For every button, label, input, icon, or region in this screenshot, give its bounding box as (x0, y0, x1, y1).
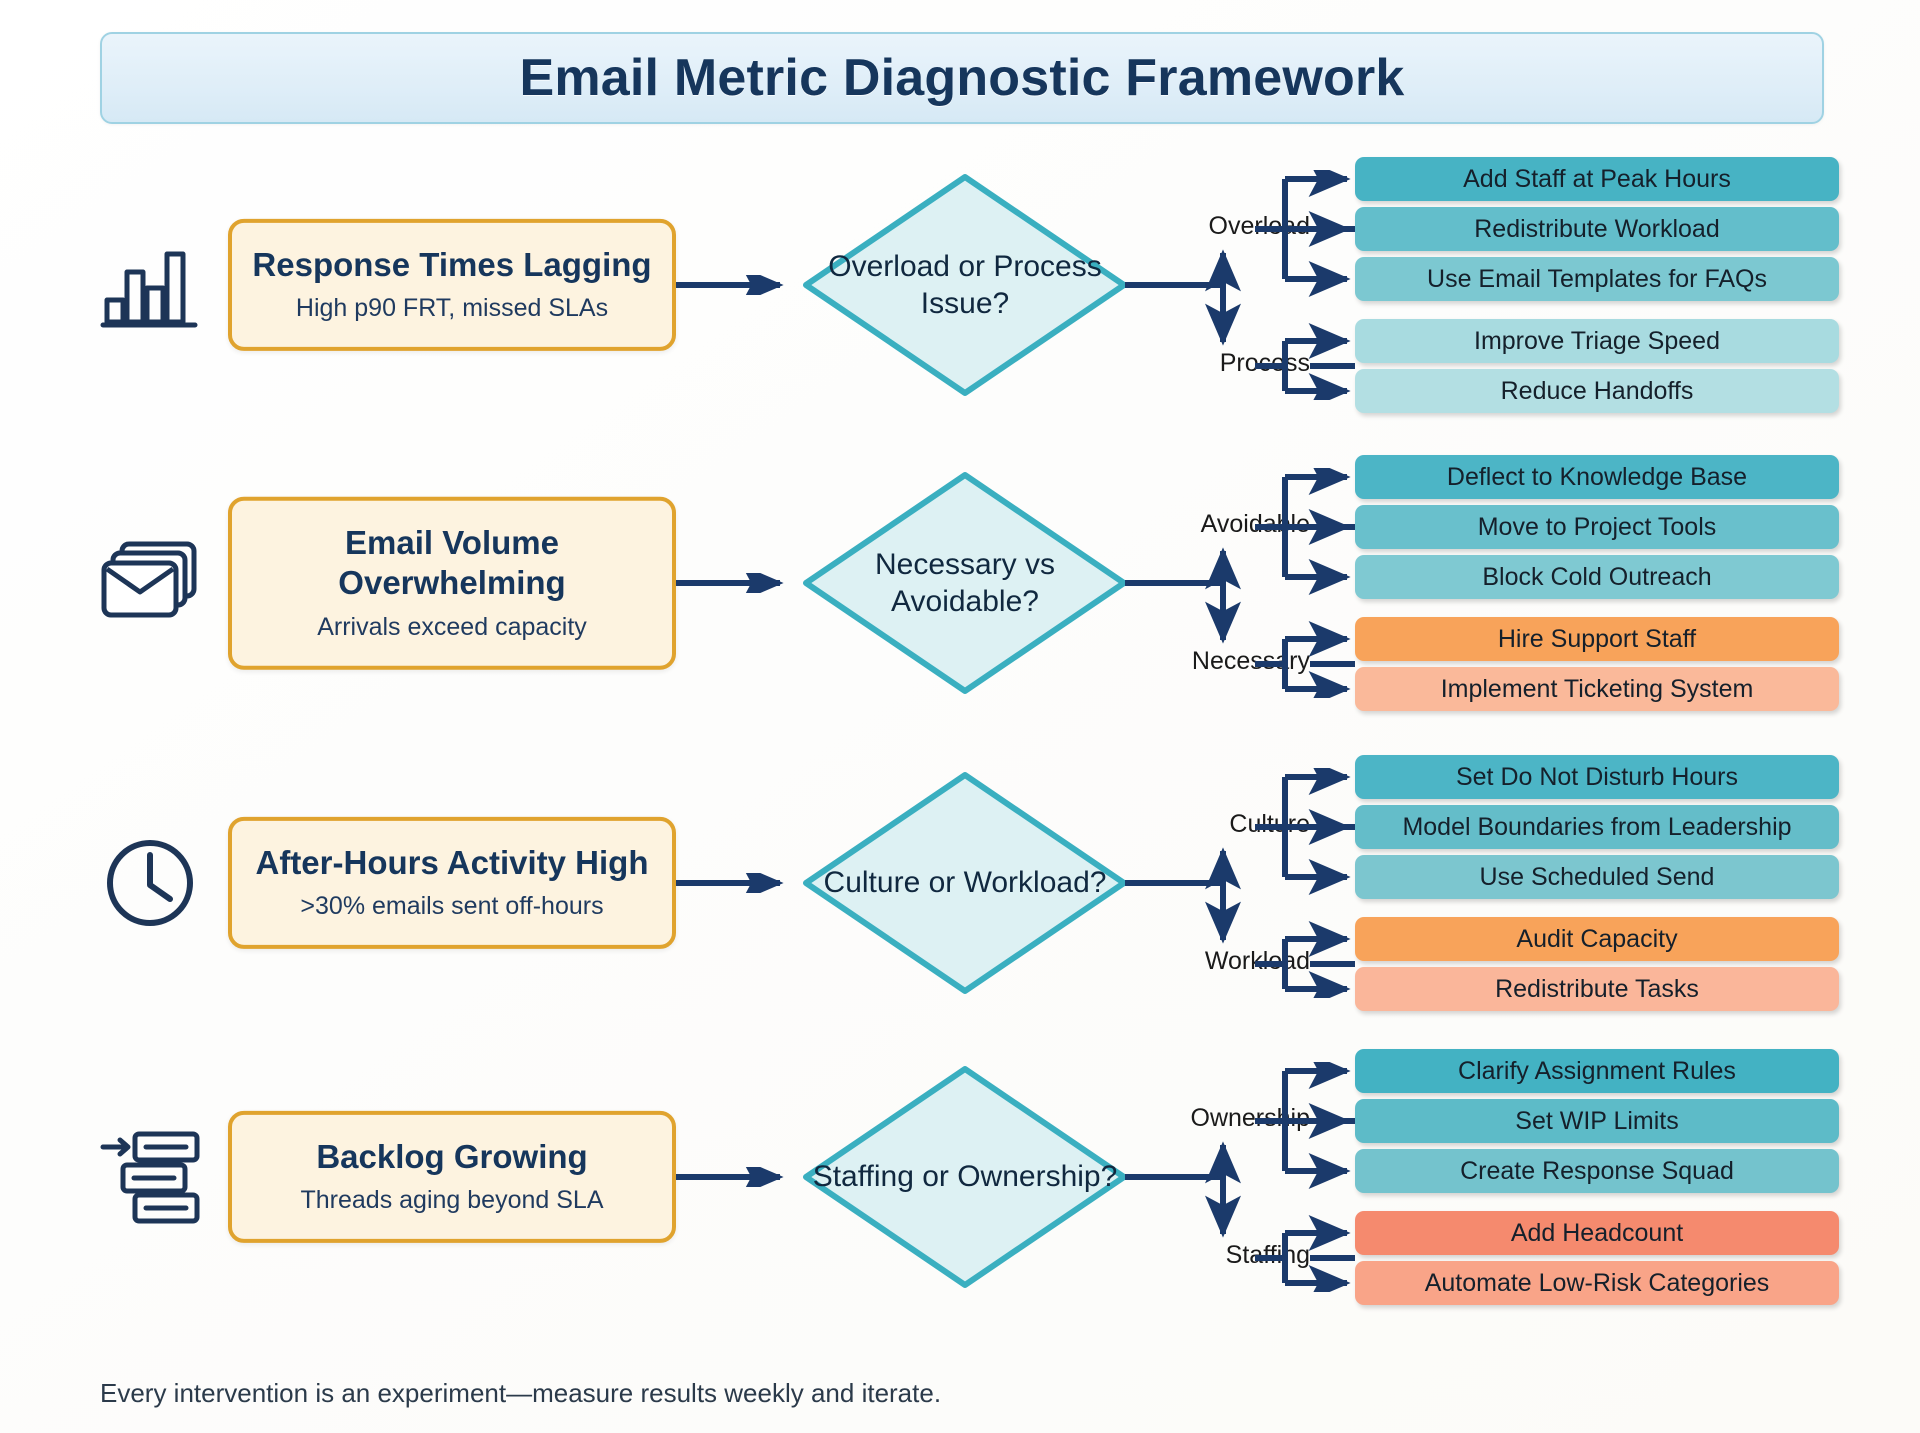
row-icon (95, 1122, 205, 1232)
action-box[interactable]: Audit Capacity (1355, 917, 1839, 961)
branch-label: Necessary (1191, 647, 1310, 675)
action-box[interactable]: Set WIP Limits (1355, 1099, 1839, 1143)
action-box[interactable]: Create Response Squad (1355, 1149, 1839, 1193)
stacked-envelopes-icon (101, 541, 197, 618)
action-box[interactable]: Use Email Templates for FAQs (1355, 257, 1839, 301)
decision-diamond[interactable]: Necessary vs Avoidable? (800, 469, 1130, 697)
problem-title: Backlog Growing (316, 1137, 588, 1175)
row-icon (95, 528, 205, 638)
action-box[interactable]: Reduce Handoffs (1355, 369, 1839, 413)
action-box[interactable]: Add Headcount (1355, 1211, 1839, 1255)
action-box[interactable]: Automate Low-Risk Categories (1355, 1261, 1839, 1305)
action-box[interactable]: Redistribute Workload (1355, 207, 1839, 251)
flow-arrow-to-decision (676, 565, 794, 601)
problem-title: After-Hours Activity High (255, 843, 649, 881)
action-bracket-connectors (1255, 161, 1365, 409)
row-icon (95, 230, 205, 340)
bar-chart-icon (100, 251, 198, 327)
flow-arrow-to-decision (676, 865, 794, 901)
diamond-shape (803, 472, 1127, 694)
action-box[interactable]: Hire Support Staff (1355, 617, 1839, 661)
action-box[interactable]: Use Scheduled Send (1355, 855, 1839, 899)
action-box[interactable]: Block Cold Outreach (1355, 555, 1839, 599)
problem-card[interactable]: After-Hours Activity High >30% emails sen… (228, 816, 676, 950)
action-box[interactable]: Model Boundaries from Leadership (1355, 805, 1839, 849)
action-box[interactable]: Deflect to Knowledge Base (1355, 455, 1839, 499)
action-box[interactable]: Improve Triage Speed (1355, 319, 1839, 363)
clock-icon (107, 840, 193, 926)
action-bracket-connectors (1255, 459, 1365, 707)
flow-arrow-to-decision (676, 1159, 794, 1195)
diamond-shape (803, 174, 1127, 396)
decision-diamond[interactable]: Culture or Workload? (800, 769, 1130, 997)
problem-subtitle: High p90 FRT, missed SLAs (295, 294, 609, 323)
action-bracket-connectors (1255, 1053, 1365, 1301)
action-box[interactable]: Add Staff at Peak Hours (1355, 157, 1839, 201)
page-title: Email Metric Diagnostic Framework (519, 49, 1405, 107)
action-box[interactable]: Move to Project Tools (1355, 505, 1839, 549)
diamond-shape (803, 772, 1127, 994)
backlog-stack-icon (100, 1131, 200, 1224)
problem-title: Response Times Lagging (252, 245, 652, 283)
action-box[interactable]: Redistribute Tasks (1355, 967, 1839, 1011)
problem-subtitle: >30% emails sent off-hours (300, 892, 604, 921)
decision-diamond[interactable]: Staffing or Ownership? (800, 1063, 1130, 1291)
diagnostic-row: After-Hours Activity High >30% emails sen… (0, 755, 1920, 1011)
row-icon (95, 828, 205, 938)
action-box[interactable]: Set Do Not Disturb Hours (1355, 755, 1839, 799)
problem-title: Email Volume Overwhelming (338, 523, 566, 601)
decision-diamond[interactable]: Overload or Process Issue? (800, 171, 1130, 399)
footer-note: Every intervention is an experiment—meas… (100, 1378, 942, 1408)
problem-subtitle: Threads aging beyond SLA (300, 1186, 604, 1215)
diamond-shape (803, 1066, 1127, 1288)
action-bracket-connectors (1255, 759, 1365, 1007)
problem-subtitle: Arrivals exceed capacity (317, 612, 587, 641)
action-box[interactable]: Implement Ticketing System (1355, 667, 1839, 711)
flow-arrow-to-decision (676, 267, 794, 303)
title-banner: Email Metric Diagnostic Framework (100, 32, 1824, 124)
action-box[interactable]: Clarify Assignment Rules (1355, 1049, 1839, 1093)
